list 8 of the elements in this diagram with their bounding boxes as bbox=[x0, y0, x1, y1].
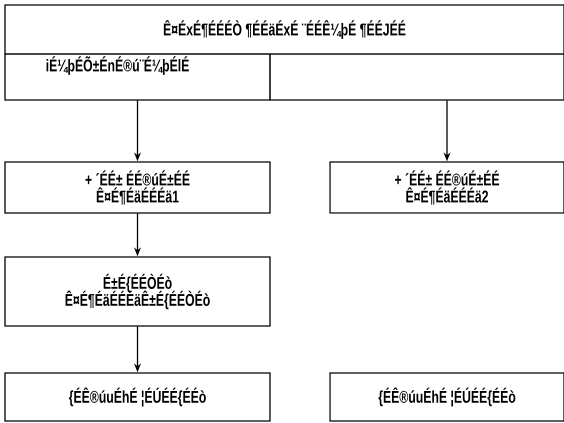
text-box: É±É{ÉÉÒÉò Ê¤É¶ÉäÉÉÉäÊ±É{ÉÉÒÉò bbox=[4, 256, 271, 327]
text-box: iÉ¼þÉÕ±ÉnÉ®ú¨É¼þÉlÉ bbox=[4, 53, 271, 101]
empty-box bbox=[269, 53, 564, 101]
text-box: + ´ÉÉ± ÉÉ®úÉ±ÉÉ Ê¤É¶ÉäÉÉÉä1 bbox=[4, 161, 271, 214]
title-box: Ê¤ÉxÉ¶ÉÉÉÒ ¶ÉÉäÉxÉ ¨ÉÉÊ¼þÉ ¶ÉÉJÉÉ bbox=[4, 4, 564, 55]
text-box: + ´ÉÉ± ÉÉ®úÉ±ÉÉ Ê¤É¶ÉäÉÉÉä2 bbox=[329, 161, 564, 214]
text-box: {ÉÊ®úuÉhÉ ¦ÉÚÉÉ{ÉÉò bbox=[4, 372, 271, 422]
text-box: {ÉÊ®úuÉhÉ ¦ÉÚÉÉ{ÉÉò bbox=[329, 372, 564, 422]
